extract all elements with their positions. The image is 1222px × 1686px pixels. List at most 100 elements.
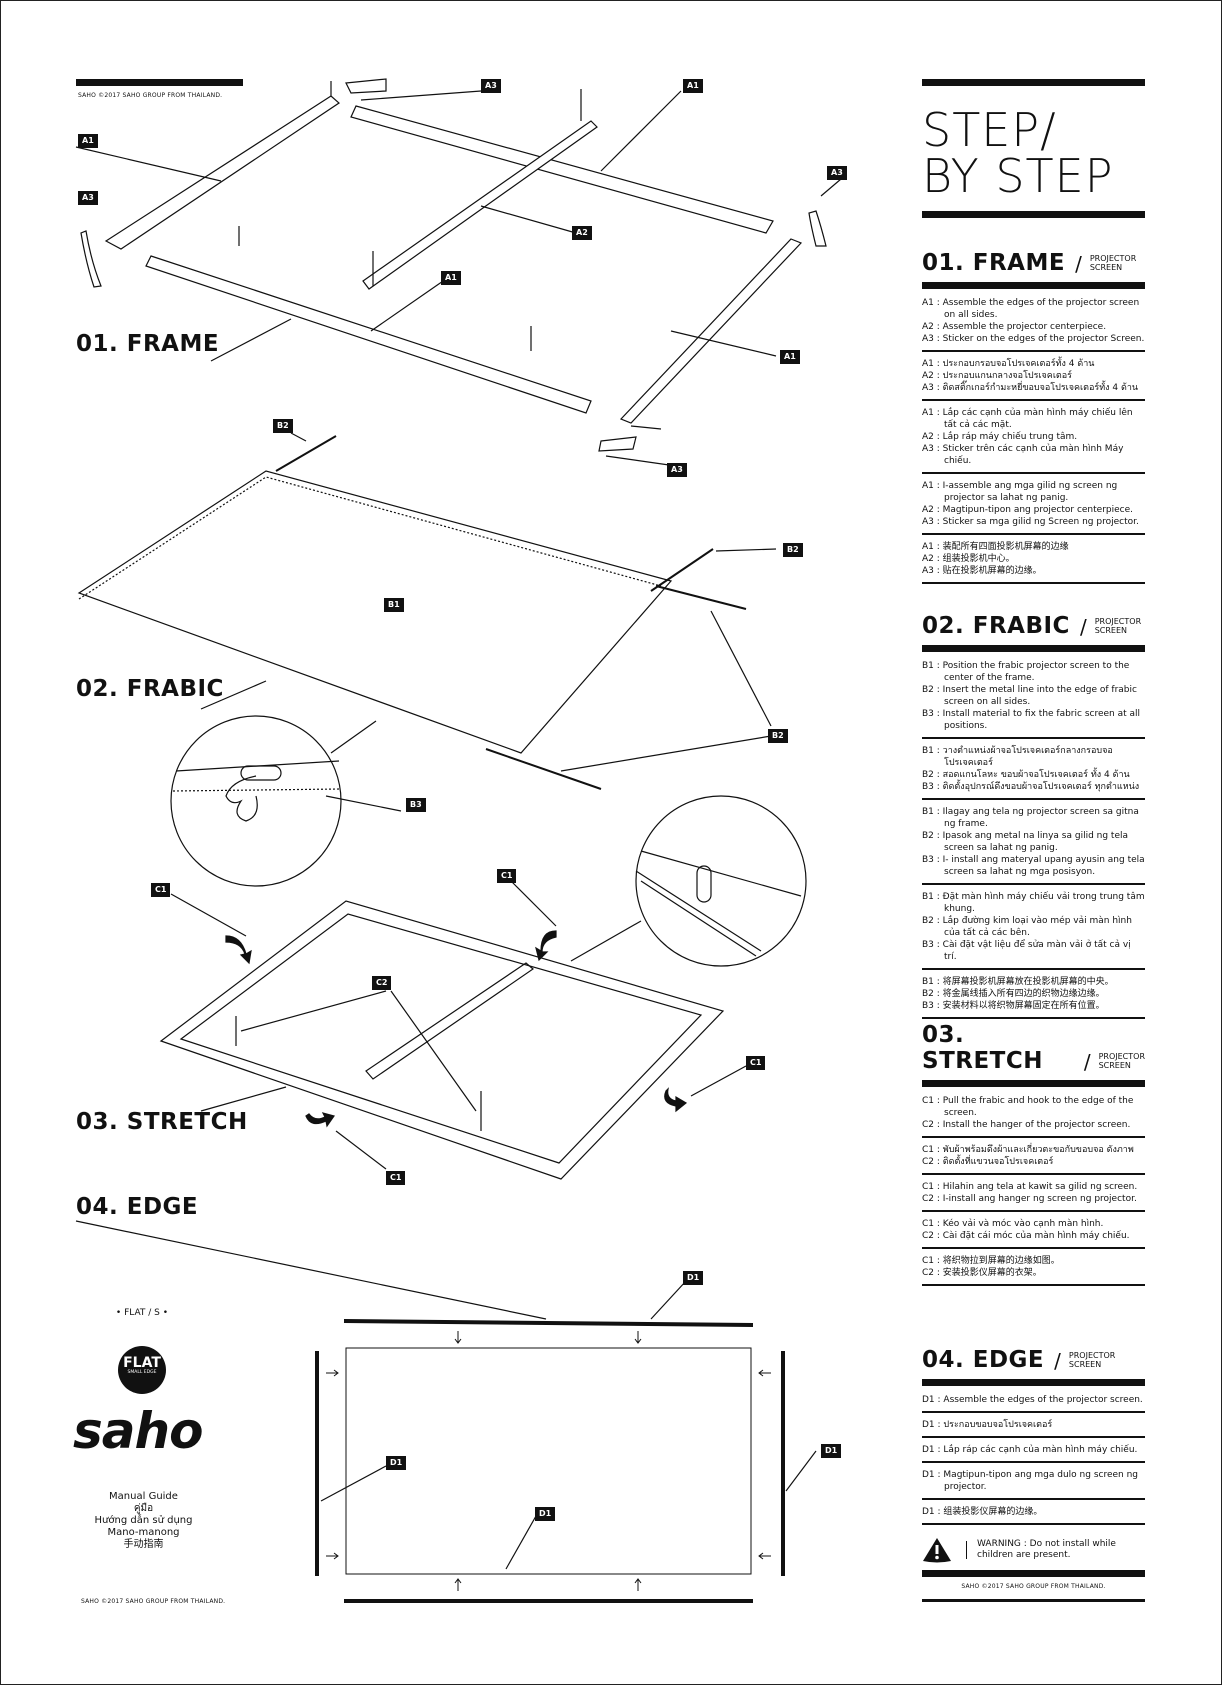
instruction-group: D1 : Lắp ráp các cạnh của màn hình máy c…: [922, 1441, 1145, 1463]
divider: [922, 1599, 1145, 1602]
instruction-line: A1 : ประกอบกรอบจอโปรเจคเตอร์ทั้ง 4 ด้าน: [922, 359, 1095, 369]
callout-c1: C1: [151, 883, 171, 897]
instruction-line: B3 : Install material to fix the fabric …: [922, 709, 1141, 731]
instruction-line: C2 : Cài đặt cái móc của màn hình máy ch…: [922, 1231, 1130, 1241]
instruction-line: D1 : Assemble the edges of the projector…: [922, 1395, 1143, 1405]
copyright-right: SAHO ©2017 SAHO GROUP FROM THAILAND.: [961, 1583, 1106, 1590]
subtitle-line: PROJECTOR: [1068, 1351, 1116, 1360]
divider: [922, 211, 1145, 218]
instruction-group: D1 : ประกอบขอบจอโปรเจคเตอร์: [922, 1416, 1145, 1438]
instruction-group: C1 : Kéo vải và móc vào cạnh màn hình.C2…: [922, 1215, 1145, 1249]
guide-tl: Mano-manong: [107, 1527, 180, 1538]
callout-c1: C1: [746, 1056, 766, 1070]
divider: [922, 282, 1145, 289]
instruction-line: A3 : Sticker sa mga gilid ng Screen ng p…: [922, 517, 1139, 527]
instruction-line: C2 : 安装投影仪屏幕的衣架。: [922, 1268, 1042, 1278]
detail-circle-stretch: [635, 795, 807, 967]
instruction-group: A1 : I-assemble ang mga gilid ng screen …: [922, 477, 1145, 535]
callout-d1: D1: [821, 1444, 842, 1458]
callout-a1: A1: [780, 350, 800, 364]
instruction-group: B1 : Đặt màn hình máy chiếu vải trong tr…: [922, 888, 1145, 970]
instruction-group: B1 : 将屏幕投影机屏幕放在投影机屏幕的中央。 B2 : 将金属线插入所有四边的…: [922, 973, 1145, 1019]
frame-rail-right: [619, 238, 803, 424]
instruction-group: B1 : Position the frabic projector scree…: [922, 657, 1145, 739]
instruction-line: C1 : Hilahin ang tela at kawit sa gilid …: [922, 1182, 1138, 1192]
heading-fabric: 02. FRABIC: [76, 676, 224, 702]
subtitle-line: PROJECTOR: [1089, 254, 1137, 263]
instruction-line: D1 : 组装投影仪屏幕的边缘。: [922, 1507, 1043, 1517]
callout-a3: A3: [827, 166, 847, 180]
instruction-line: A1 : I-assemble ang mga gilid ng screen …: [922, 481, 1118, 503]
flat-badge-sub: SMALL EDGE: [127, 1370, 157, 1375]
instruction-group: A1 : Assemble the edges of the projector…: [922, 294, 1145, 352]
detail-circle-hook: [170, 715, 402, 887]
instruction-line: B3 : Cài đặt vật liệu để sửa màn vải ở t…: [922, 940, 1131, 962]
instruction-line: D1 : Magtipun-tipon ang mga dulo ng scre…: [922, 1470, 1139, 1492]
callout-b1: B1: [384, 598, 404, 612]
instruction-group: B1 : วางตำแหน่งผ้าจอโปรเจคเตอร์กลางกรอบจ…: [922, 742, 1145, 800]
instruction-line: C2 : ติดตั้งที่แขวนจอโปรเจคเตอร์: [922, 1157, 1054, 1167]
warning-icon: [923, 1538, 951, 1563]
warning-text: WARNING : Do not install while children …: [977, 1539, 1116, 1560]
divider: [966, 1541, 967, 1559]
fabric-panel: [77, 470, 673, 754]
instruction-line: B2 : 将金属线插入所有四边的织物边缘边缘。: [922, 989, 1105, 999]
instruction-line: C1 : 将织物拉到屏幕的边缘如图。: [922, 1256, 1060, 1266]
instruction-line: B2 : สอดแกนโลหะ ขอบผ้าจอโปรเจคเตอร์ ทั้ง…: [922, 770, 1130, 780]
instruction-line: B3 : 安装材料以将织物屏幕固定在所有位置。: [922, 1001, 1105, 1011]
slash: /: [1079, 615, 1087, 639]
copyright-top: SAHO ©2017 SAHO GROUP FROM THAILAND.: [78, 92, 223, 99]
callout-a3: A3: [481, 79, 501, 93]
divider: [922, 79, 1145, 86]
callout-a1: A1: [78, 134, 98, 148]
instruction-line: A2 : ประกอบแกนกลางจอโปรเจคเตอร์: [922, 371, 1072, 381]
instruction-line: B3 : ติดตั้งอุปกรณ์ดึงขอบผ้าจอโปรเจคเตอร…: [922, 782, 1140, 792]
instruction-line: B2 : Lắp đường kim loại vào mép vải màn …: [922, 916, 1132, 938]
frame-rail-left: [104, 95, 340, 250]
instruction-line: A3 : Sticker on the edges of the project…: [922, 334, 1145, 344]
callout-a1: A1: [683, 79, 703, 93]
section-title: 04. EDGE: [922, 1347, 1045, 1373]
copyright-bottom: SAHO ©2017 SAHO GROUP FROM THAILAND.: [81, 1598, 226, 1605]
heading-frame: 01. FRAME: [76, 331, 220, 357]
instruction-line: A1 : Assemble the edges of the projector…: [922, 298, 1140, 320]
guide-en: Manual Guide: [109, 1491, 178, 1502]
instruction-line: B1 : Ilagay ang tela ng projector screen…: [922, 807, 1139, 829]
edge-top: [343, 1319, 754, 1327]
edge-diagram: [75, 1220, 817, 1603]
divider: [922, 645, 1145, 652]
metal-line-right2: [650, 548, 714, 592]
frame-parts: [75, 78, 842, 467]
instruction-line: B1 : 将屏幕投影机屏幕放在投影机屏幕的中央。: [922, 977, 1114, 987]
divider: [922, 1570, 1145, 1577]
callout-c1: C1: [497, 869, 517, 883]
slash: /: [1054, 1349, 1061, 1373]
callout-b2: B2: [783, 543, 803, 557]
guide-titles: Manual Guide คู่มือ Hướng dẫn sử dụng Ma…: [76, 1491, 211, 1551]
callout-a3: A3: [667, 463, 687, 477]
subtitle-line: PROJECTOR: [1098, 1052, 1145, 1061]
section-title: 01. FRAME: [922, 250, 1066, 276]
instruction-line: C2 : I-install ang hanger ng screen ng p…: [922, 1194, 1137, 1204]
callout-b3: B3: [406, 798, 426, 812]
screen-rectangle: [345, 1347, 752, 1575]
instruction-group: B1 : Ilagay ang tela ng projector screen…: [922, 803, 1145, 885]
callout-d1: D1: [683, 1271, 704, 1285]
instruction-line: B2 : Insert the metal line into the edge…: [922, 685, 1137, 707]
callout-d1: D1: [535, 1507, 556, 1521]
metal-line-top: [275, 435, 337, 472]
top-left-bar: [76, 79, 243, 86]
instruction-line: A2 : 组装投影机中心。: [922, 554, 1015, 564]
instruction-line: A2 : Assemble the projector centerpiece.: [922, 322, 1107, 332]
callout-c2: C2: [372, 976, 392, 990]
